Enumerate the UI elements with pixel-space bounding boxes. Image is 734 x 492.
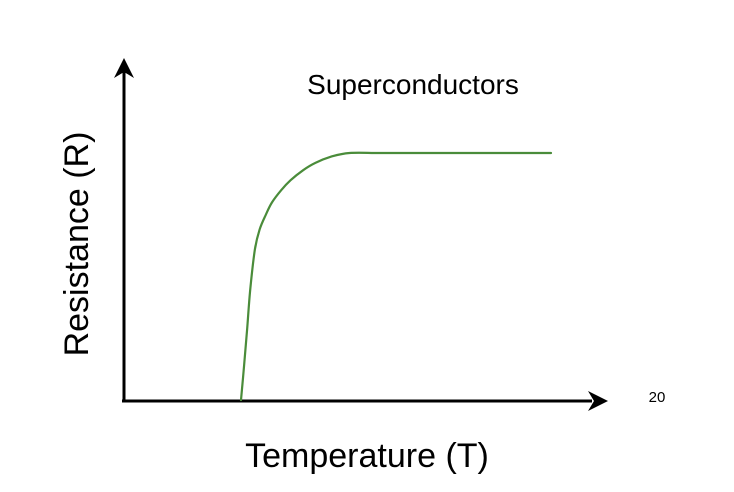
x-axis-arrowhead [588, 391, 608, 411]
y-axis-arrowhead [114, 58, 134, 78]
y-axis-label: Resistance (R) [58, 132, 96, 357]
page-number: 20 [649, 389, 666, 406]
chart-title: Superconductors [307, 69, 519, 100]
x-axis-label: Temperature (T) [245, 437, 489, 475]
resistance-curve [239, 151, 553, 402]
axes [114, 58, 608, 411]
